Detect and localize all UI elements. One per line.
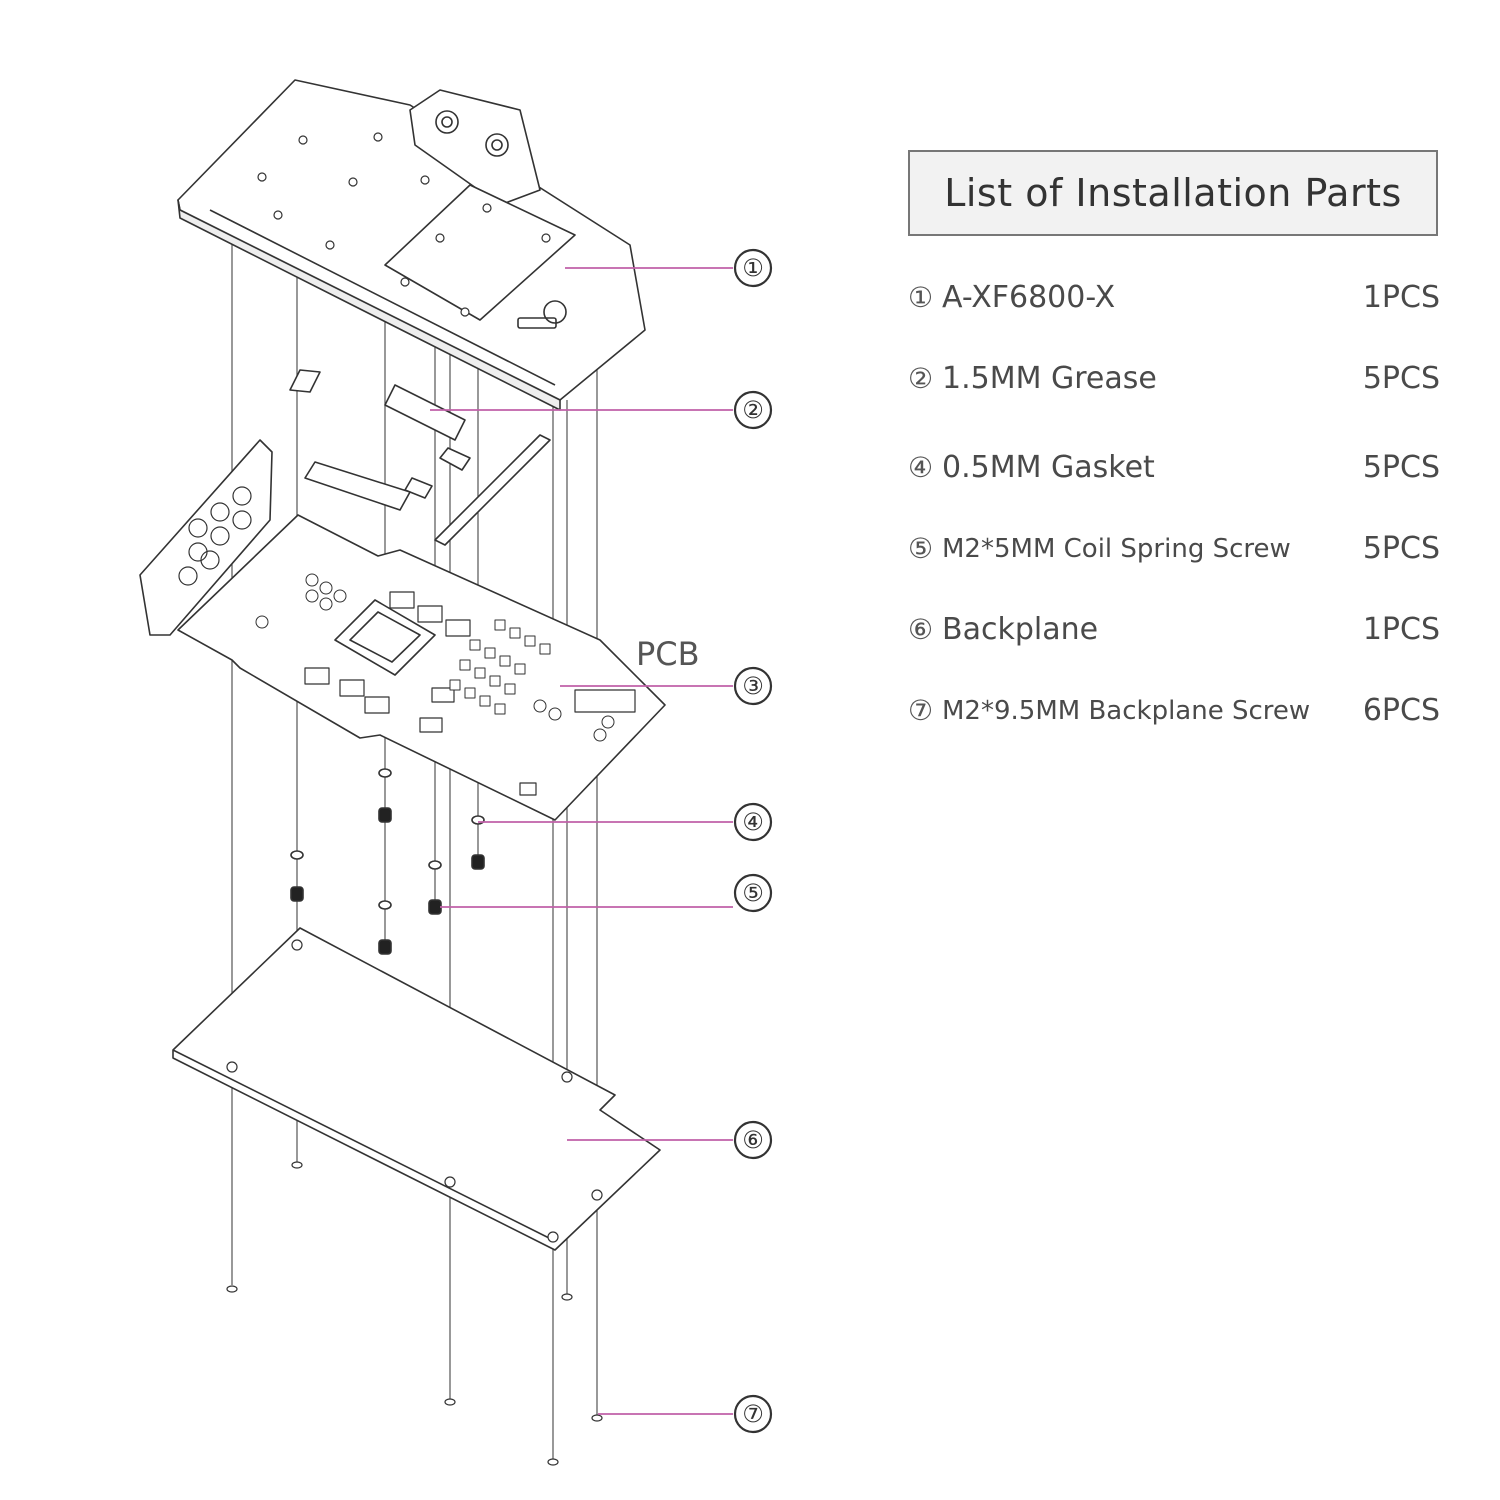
part-quantity: 5PCS (1362, 450, 1440, 485)
callout-7: ⑦ (742, 1400, 764, 1428)
part-number: ⑥ (908, 613, 934, 646)
pcb-board (139, 439, 666, 821)
callout-4: ④ (742, 808, 764, 836)
thermal-pads (289, 369, 551, 546)
callout-6: ⑥ (742, 1126, 764, 1154)
part-number: ⑤ (908, 532, 934, 565)
part-name: M2*5MM Coil Spring Screw (942, 533, 1291, 564)
part-name: Backplane (942, 612, 1099, 647)
part-name: 1.5MM Grease (942, 361, 1157, 396)
callout-3: ③ (742, 672, 764, 700)
callout-circles (733, 248, 773, 1434)
water-block (177, 79, 646, 411)
part-quantity: 1PCS (1362, 280, 1440, 315)
part-name: M2*9.5MM Backplane Screw (942, 695, 1311, 726)
part-name: A-XF6800-X (942, 280, 1116, 315)
part-number: ② (908, 362, 934, 395)
part-quantity: 5PCS (1362, 531, 1440, 566)
pcb-label: PCB (636, 635, 700, 673)
part-quantity: 5PCS (1362, 361, 1440, 396)
backplane-screws (226, 1161, 603, 1466)
callout-2: ② (742, 396, 764, 424)
part-number: ⑦ (908, 694, 934, 727)
part-quantity: 1PCS (1362, 612, 1440, 647)
parts-row: ⑦ M2*9.5MM Backplane Screw 6PCS (908, 693, 1440, 728)
parts-list-title: List of Installation Parts (908, 150, 1438, 236)
washers-and-springs (290, 768, 485, 955)
leader-lines (430, 267, 733, 1415)
part-number: ① (908, 281, 934, 314)
parts-row: ⑤ M2*5MM Coil Spring Screw 5PCS (908, 531, 1440, 566)
backplane (172, 927, 661, 1251)
part-quantity: 6PCS (1362, 693, 1440, 728)
part-name: 0.5MM Gasket (942, 450, 1155, 485)
part-number: ④ (908, 451, 934, 484)
callout-5: ⑤ (742, 879, 764, 907)
callout-1: ① (742, 254, 764, 282)
